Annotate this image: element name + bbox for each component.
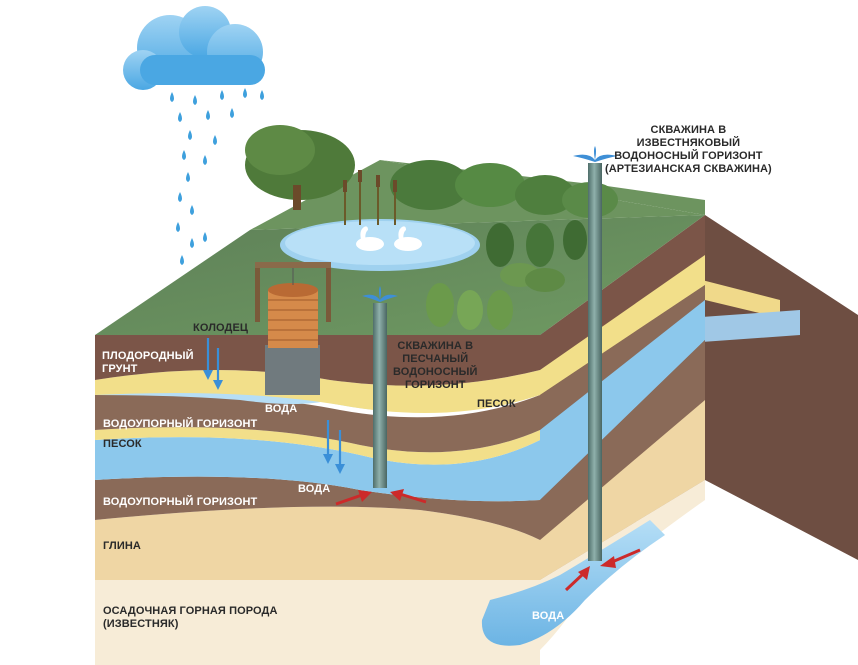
layer-impermeable-lower <box>95 476 540 540</box>
label-artesian-well: СКВАЖИНА В ИЗВЕСТНЯКОВЫЙ ВОДОНОСНЫЙ ГОРИ… <box>605 124 772 176</box>
label-fertile-soil-line1: ПЛОДОРОДНЫЙ <box>102 350 194 362</box>
trees <box>245 125 618 330</box>
label-artesian-well-line3: ВОДОНОСНЫЙ ГОРИЗОНТ <box>614 150 763 162</box>
pond <box>280 170 480 271</box>
label-impermeable-lower: ВОДОУПОРНЫЙ ГОРИЗОНТ <box>103 496 258 508</box>
label-artesian-well-line2: ИЗВЕСТНЯКОВЫЙ <box>636 137 741 149</box>
label-sand-well-line3: ВОДОНОСНЫЙ <box>393 366 478 378</box>
front-face-layers <box>95 335 540 665</box>
swan <box>394 226 422 251</box>
label-sand-well-line4: ГОРИЗОНТ <box>404 379 466 391</box>
label-impermeable-upper: ВОДОУПОРНЫЙ ГОРИЗОНТ <box>103 418 258 430</box>
layer-sand-left <box>95 427 540 465</box>
label-limestone-line2: (ИЗВЕСТНЯК) <box>103 618 179 630</box>
label-clay: ГЛИНА <box>103 540 141 552</box>
label-well: КОЛОДЕЦ <box>193 322 249 334</box>
label-limestone-line1: ОСАДОЧНАЯ ГОРНАЯ ПОРОДА <box>103 605 278 617</box>
layer-limestone <box>95 580 540 665</box>
flow-arrows <box>335 489 641 592</box>
layer-impermeable-upper <box>95 394 540 453</box>
label-limestone: ОСАДОЧНАЯ ГОРНАЯ ПОРОДА (ИЗВЕСТНЯК) <box>103 605 278 631</box>
label-sand-well: СКВАЖИНА В ПЕСЧАНЫЙ ВОДОНОСНЫЙ ГОРИЗОНТ <box>393 340 478 392</box>
label-limestone-water: ВОДА <box>532 610 565 622</box>
label-sand-well-line2: ПЕСЧАНЫЙ <box>402 353 469 365</box>
label-sand-left: ПЕСОК <box>103 438 142 450</box>
label-artesian-well-line1: СКВАЖИНА В <box>650 124 727 136</box>
layer-clay <box>95 506 540 580</box>
label-fertile-soil: ПЛОДОРОДНЫЙ ГРУНТ <box>102 350 194 376</box>
right-block-layers <box>481 215 705 650</box>
layer-aquifer-sand <box>95 437 540 502</box>
label-sand-right: ПЕСОК <box>477 398 516 410</box>
label-fertile-soil-line2: ГРУНТ <box>102 363 138 375</box>
infiltration-arrows <box>203 338 345 474</box>
artesian-well-pipe <box>573 146 617 561</box>
label-sand-well-line1: СКВАЖИНА В <box>397 340 474 352</box>
sand-well-pipe <box>362 286 398 488</box>
label-artesian-well-line4: (АРТЕЗИАНСКАЯ СКВАЖИНА) <box>605 163 772 175</box>
well <box>255 262 331 395</box>
label-well-water: ВОДА <box>265 403 298 415</box>
rain-cloud <box>123 6 265 90</box>
swan <box>356 226 384 251</box>
label-sand-water: ВОДА <box>298 483 331 495</box>
